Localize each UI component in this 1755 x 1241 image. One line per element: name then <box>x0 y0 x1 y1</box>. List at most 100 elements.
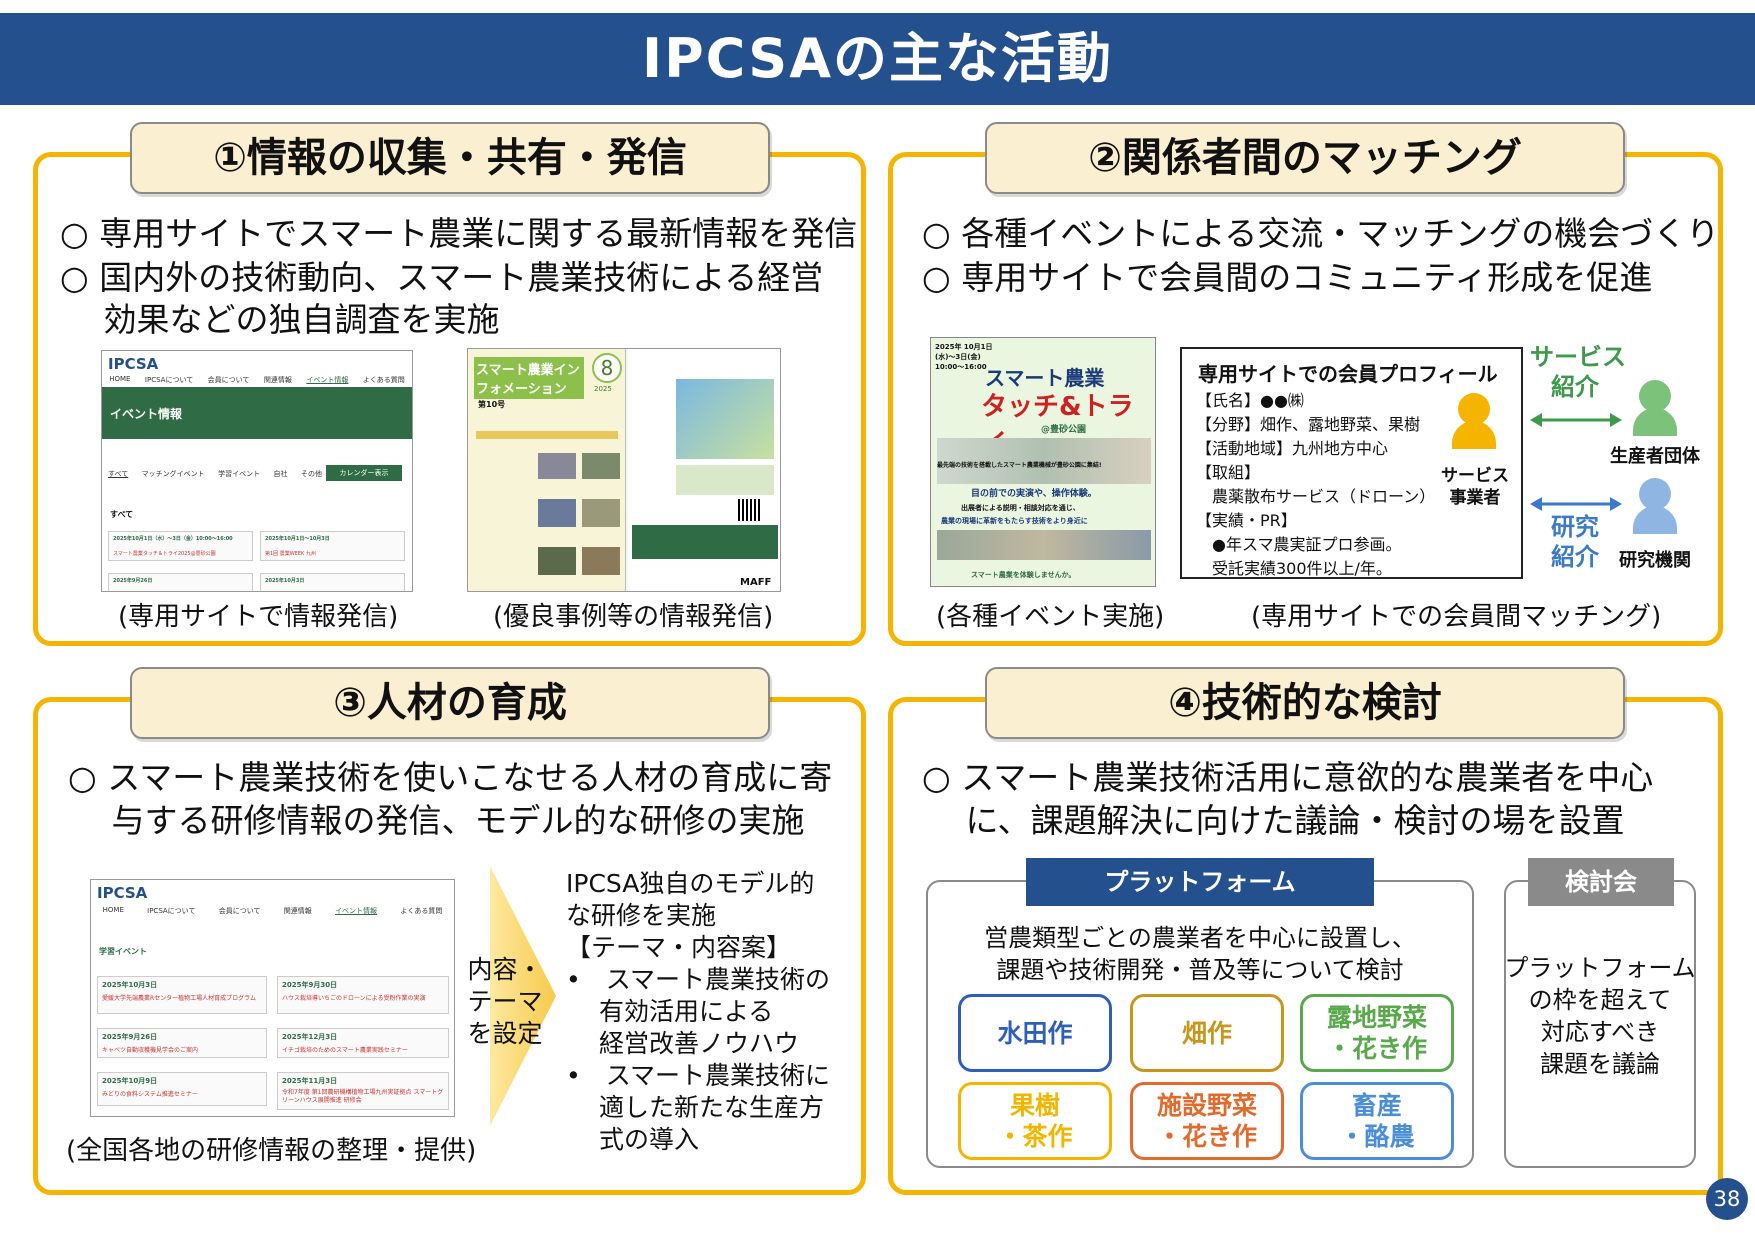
flyer-photos <box>937 530 1151 560</box>
platform-header: プラットフォーム <box>1026 858 1374 906</box>
newsletter-graphic <box>676 379 774 459</box>
training-title: みどりの食料システム推進セミナー <box>102 1091 198 1098</box>
caption-newsletter: (優良事例等の情報発信) <box>493 602 774 632</box>
training-date: 2025年12月3日 <box>282 1033 338 1041</box>
newsletter-photo <box>582 453 620 479</box>
newsletter-photo <box>538 453 576 479</box>
flyer-date: 2025年 10月1日(水)～3日(金) 10:00～16:00 <box>935 343 993 371</box>
platform-desc-2: 課題や技術開発・普及等について検討 <box>996 956 1404 984</box>
nav-item: IPCSAについて <box>144 376 194 384</box>
site-band: イベント情報 <box>102 387 412 439</box>
panel-matching-tab: ②関係者間のマッチング <box>985 122 1625 194</box>
profile-line: 【活動地域】九州地方中心 <box>1196 439 1389 458</box>
event-site-screenshot: IPCSA HOME IPCSAについて 会員について 関連情報 イベント情報 … <box>101 350 413 592</box>
arrow-service <box>1530 413 1622 427</box>
nav-item: 会員について <box>218 907 261 915</box>
detail-line: な研修を実施 <box>566 901 717 930</box>
detail-line: 適した新たな生産方 <box>566 1093 824 1122</box>
training-date: 2025年11月3日 <box>282 1077 338 1085</box>
training-card: 2025年9月30日 ハウス栽培導いちごのドローンによる受粉作業の実演 <box>277 976 449 1014</box>
site-nav: HOME IPCSAについて 会員について 関連情報 イベント情報 よくある質問 <box>102 375 412 385</box>
flyer-line4: 農業の現場に革新をもたらす技術をより身近に <box>941 517 1088 525</box>
filter-item: 学習イベント <box>218 470 261 478</box>
research-intro-label: 研究 紹介 <box>1551 513 1599 571</box>
nav-item: よくある質問 <box>400 907 443 915</box>
arrow-text: 内容・ テーマ を設定 <box>467 955 543 1048</box>
platform-desc-1: 営農類型ごとの農業者を中心に設置し、 <box>984 924 1416 952</box>
bullet-2: ○ 国内外の技術動向、スマート農業技術による経営 <box>60 258 824 297</box>
crop-livestock-dairy: 畜産 ・酪農 <box>1300 1082 1454 1160</box>
training-site-screenshot: IPCSA HOME IPCSAについて 会員について 関連情報 イベント情報 … <box>90 879 455 1117</box>
newsletter-brand: MAFF <box>740 577 772 588</box>
research-org-label: 研究機関 <box>1619 550 1691 571</box>
event-date: 2025年9月26日 <box>113 578 153 584</box>
research-org-icon <box>1633 478 1677 534</box>
newsletter-issue: 第10号 <box>478 400 506 409</box>
flyer-line1: 最先端の技術を搭載したスマート農業機械が豊砂公園に集結! <box>937 462 1102 469</box>
profile-title: 専用サイトでの会員プロフィール <box>1198 362 1498 386</box>
site-logo: IPCSA <box>97 884 148 902</box>
bullet-2: に、課題解決に向けた議論・検討の場を設置 <box>922 801 1625 840</box>
newsletter-photo <box>538 547 576 575</box>
detail-line: IPCSA独自のモデル的 <box>566 869 815 898</box>
caption-event: (各種イベント実施) <box>936 602 1165 632</box>
site-section-label: 学習イベント <box>99 947 147 956</box>
training-date: 2025年9月30日 <box>282 981 338 989</box>
newsletter-image: スマート農業インフォメーション 8 2025 第10号 MAFF <box>467 348 781 592</box>
training-card: 2025年11月3日 令和7年度 第1回農研機構植物工場九州実証拠点 スマートグ… <box>277 1072 449 1110</box>
crop-upland: 畑作 <box>1130 994 1284 1072</box>
newsletter-title: スマート農業インフォメーション <box>474 357 584 399</box>
newsletter-graphic <box>676 465 774 495</box>
event-card: 2025年10月1日～10月3日 第1回 農業WEEK 九州 <box>260 531 405 561</box>
profile-line: 【氏名】●●㈱ <box>1196 391 1304 410</box>
event-card: 2025年10月1日（水）～3日（金）10:00～16:00 スマート農業タッチ… <box>108 531 253 561</box>
flyer-venue: @豊砂公園 <box>1041 425 1087 435</box>
review-desc: プラットフォーム の枠を超えて 対応すべき 課題を議論 <box>1504 954 1696 1078</box>
detail-line: 【テーマ・内容案】 <box>566 933 792 962</box>
site-band-title: イベント情報 <box>110 407 183 421</box>
detail-line: • スマート農業技術に <box>566 1061 830 1090</box>
event-title: スマート農業タッチ＆トライ2025@豊砂公園 <box>113 551 216 557</box>
detail-line: 有効活用による <box>566 997 774 1026</box>
event-flyer: 2025年 10月1日(水)～3日(金) 10:00～16:00 スマート農業 … <box>930 337 1156 587</box>
member-profile-box: 専用サイトでの会員プロフィール 【氏名】●●㈱ 【分野】畑作、露地野菜、果樹 【… <box>1180 347 1523 579</box>
flyer-title1: スマート農業 <box>985 366 1105 390</box>
newsletter-photo <box>582 499 620 527</box>
profile-line: 【分野】畑作、露地野菜、果樹 <box>1196 415 1421 434</box>
event-date: 2025年10月3日 <box>265 578 305 584</box>
training-title: 令和7年度 第1回農研機構植物工場九州実証拠点 スマートグリーンハウス展開推進 … <box>282 1089 444 1104</box>
event-date: 2025年10月1日（水）～3日（金）10:00～16:00 <box>113 536 233 542</box>
training-card: 2025年10月3日 愛媛大学先端農業Rセンター植物工場人材育成プログラム <box>97 976 267 1014</box>
caption-site: (専用サイトで情報発信) <box>118 602 399 632</box>
site-filter: すべて マッチングイベント 学習イベント 自社 その他 <box>102 469 322 479</box>
calendar-button: カレンダー表示 <box>326 465 402 481</box>
profile-line: ●年スマ農実証プロ参画。 <box>1196 535 1402 554</box>
detail-line: 式の導入 <box>566 1125 699 1154</box>
newsletter-qr <box>738 499 760 521</box>
filter-item: すべて <box>108 470 129 478</box>
newsletter-photo <box>582 547 620 575</box>
bullet-1: ○ スマート農業技術活用に意欲的な農業者を中心 <box>922 758 1654 797</box>
nav-item: 関連情報 <box>283 907 312 915</box>
filter-item: 自社 <box>273 470 288 478</box>
crop-open-field-vegetables: 露地野菜 ・花き作 <box>1300 994 1454 1072</box>
site-logo: IPCSA <box>108 355 159 373</box>
newsletter-number: 8 <box>592 353 622 383</box>
newsletter-footer <box>632 525 778 559</box>
newsletter-photo <box>538 499 576 527</box>
provider-person-icon <box>1452 393 1496 449</box>
training-card: 2025年9月26日 キャベツ自動収穫機見学会のご案内 <box>97 1028 267 1058</box>
newsletter-left: スマート農業インフォメーション 8 2025 第10号 <box>468 349 626 591</box>
profile-line: 【実績・PR】 <box>1196 511 1297 530</box>
training-date: 2025年10月3日 <box>102 981 158 989</box>
crop-paddy: 水田作 <box>958 994 1112 1072</box>
newsletter-right: MAFF <box>628 349 780 591</box>
training-card: 2025年12月3日 イチゴ栽培のためのスマート農業実践セミナー <box>277 1028 449 1058</box>
page-header: IPCSAの主な活動 <box>0 13 1755 105</box>
panel-information-tab: ①情報の収集・共有・発信 <box>130 122 770 194</box>
newsletter-year: 2025 <box>594 385 612 393</box>
site-nav: HOME IPCSAについて 会員について 関連情報 イベント情報 よくある質問 <box>91 906 454 916</box>
bullet-2: 与する研修情報の発信、モデル的な研修の実施 <box>68 801 805 840</box>
filter-item: マッチングイベント <box>141 470 205 478</box>
bullet-1: ○ 各種イベントによる交流・マッチングの機会づくり <box>922 214 1720 253</box>
